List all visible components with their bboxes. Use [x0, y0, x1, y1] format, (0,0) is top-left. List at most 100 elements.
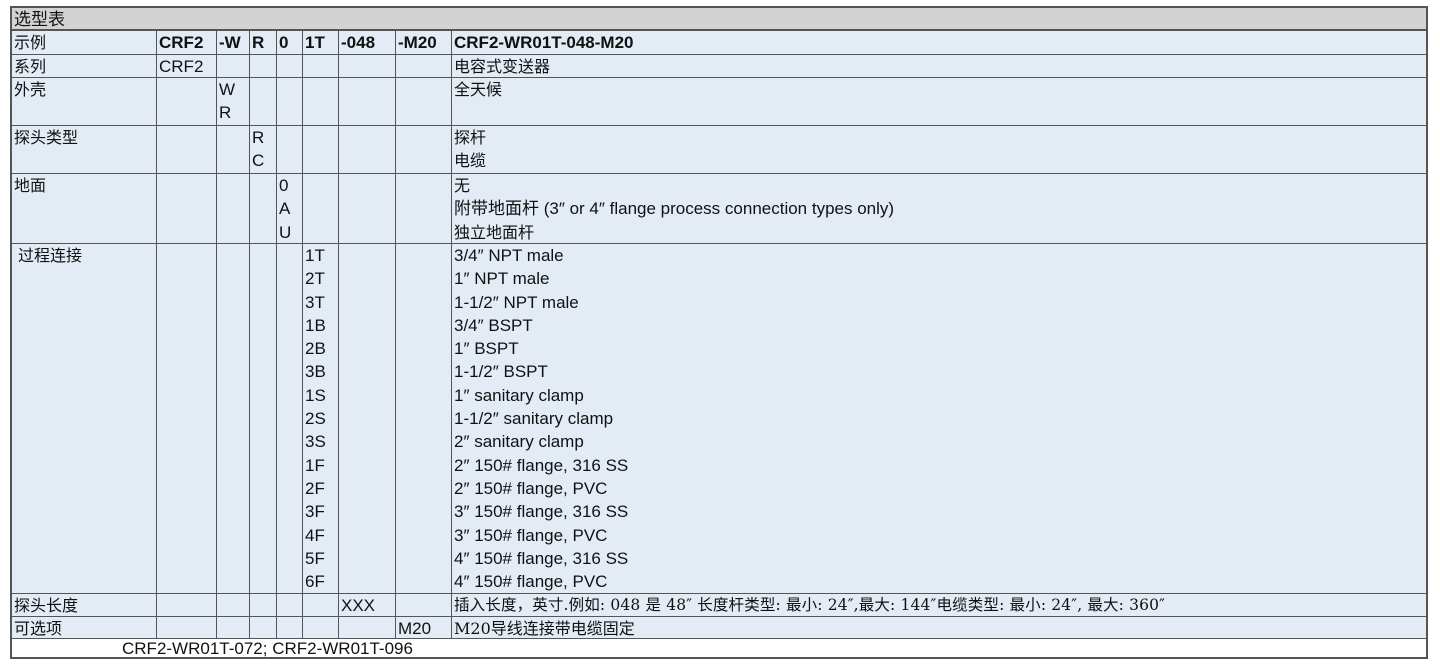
empty-cell [277, 126, 303, 174]
header-code-probe: R [250, 31, 277, 55]
empty-cell [157, 617, 217, 639]
ground-codes: 0 A U [277, 174, 303, 244]
probe-type-codes: R C [250, 126, 277, 174]
empty-cell [157, 594, 217, 617]
empty-cell [277, 594, 303, 617]
process-code: 3F [305, 502, 325, 522]
ground-desc: 附带地面杆 (3″ or 4″ flange process connectio… [454, 199, 895, 219]
selection-table: 选型表 示例 CRF2 -W R 0 1T -048 -M20 CRF2-WR0… [10, 6, 1428, 659]
empty-cell [339, 78, 396, 126]
empty-cell [396, 126, 452, 174]
process-desc: 2″ 150# flange, 316 SS [454, 455, 629, 475]
process-desc: 1-1/2″ NPT male [454, 292, 579, 312]
empty-cell [339, 55, 396, 78]
process-code: 1T [305, 246, 325, 265]
process-code: 2S [305, 409, 326, 429]
empty-cell [157, 174, 217, 244]
process-code: 3B [305, 362, 326, 382]
process-label: 过程连接 [12, 244, 157, 594]
process-code: 2B [305, 339, 326, 359]
process-desc: 3″ 150# flange, 316 SS [454, 502, 629, 522]
process-desc: 2″ sanitary clamp [454, 432, 584, 452]
process-desc: 1″ BSPT [454, 339, 519, 359]
process-code: 1S [305, 385, 326, 405]
process-desc: 1-1/2″ sanitary clamp [454, 409, 614, 429]
header-code-process: 1T [303, 31, 339, 55]
empty-cell [303, 174, 339, 244]
empty-cell [303, 78, 339, 126]
empty-cell [250, 78, 277, 126]
process-desc: 1-1/2″ BSPT [454, 362, 548, 382]
ground-desc: 独立地面杆 [454, 222, 535, 242]
empty-cell [250, 244, 277, 594]
empty-cell [217, 174, 250, 244]
process-desc: 4″ 150# flange, PVC [454, 572, 608, 592]
options-label: 可选项 [12, 617, 157, 639]
empty-cell [303, 126, 339, 174]
process-code: 1B [305, 315, 326, 335]
header-code-length: -048 [339, 31, 396, 55]
empty-cell [217, 244, 250, 594]
housing-code: R [219, 103, 232, 123]
empty-cell [157, 126, 217, 174]
empty-cell [396, 78, 452, 126]
empty-cell [303, 55, 339, 78]
empty-cell [250, 594, 277, 617]
empty-cell [396, 244, 452, 594]
process-code: 3S [305, 432, 326, 452]
process-code: 4F [305, 525, 325, 545]
probe-length-label: 探头长度 [12, 594, 157, 617]
probe-type-code: R [252, 128, 265, 147]
empty-cell [339, 126, 396, 174]
empty-cell [217, 617, 250, 639]
table-grid: 示例 CRF2 -W R 0 1T -048 -M20 CRF2-WR01T-0… [12, 31, 1426, 639]
empty-cell [339, 244, 396, 594]
probe-length-code: XXX [339, 594, 396, 617]
process-desc: 3″ 150# flange, PVC [454, 525, 608, 545]
housing-label: 外壳 [12, 78, 157, 126]
empty-cell [303, 594, 339, 617]
empty-cell [217, 126, 250, 174]
process-desc: 4″ 150# flange, 316 SS [454, 548, 629, 568]
process-code: 2T [305, 269, 325, 289]
empty-cell [277, 78, 303, 126]
series-desc: 电容式变送器 [452, 55, 1426, 78]
empty-cell [250, 55, 277, 78]
ground-code: 0 [279, 176, 289, 195]
empty-cell [277, 617, 303, 639]
header-code-ground: 0 [277, 31, 303, 55]
header-label: 示例 [12, 31, 157, 55]
empty-cell [396, 55, 452, 78]
ground-descs: 无 附带地面杆 (3″ or 4″ flange process connect… [452, 174, 1426, 244]
ground-code: U [279, 222, 292, 242]
empty-cell [217, 594, 250, 617]
empty-cell [250, 617, 277, 639]
housing-desc: 全天候 [452, 78, 1426, 126]
empty-cell [339, 617, 396, 639]
empty-cell [396, 594, 452, 617]
series-code: CRF2 [157, 55, 217, 78]
process-desc: 1″ sanitary clamp [454, 385, 584, 405]
probe-type-desc: 电缆 [454, 151, 487, 171]
process-code: 1F [305, 455, 325, 475]
empty-cell [157, 78, 217, 126]
empty-cell [157, 244, 217, 594]
process-desc: 3/4″ BSPT [454, 315, 533, 335]
process-code: 2F [305, 478, 325, 498]
ground-code: A [279, 199, 291, 219]
probe-type-desc: 探杆 [454, 128, 487, 147]
empty-cell [396, 174, 452, 244]
probe-length-desc: 插入长度，英寸.例如: 048 是 48″ 长度杆类型: 最小: 24″,最大:… [452, 594, 1426, 617]
housing-code: W [219, 80, 236, 99]
empty-cell [217, 55, 250, 78]
empty-cell [277, 55, 303, 78]
example-footer: CRF2-WR01T-072; CRF2-WR01T-096 [12, 639, 1426, 657]
empty-cell [250, 174, 277, 244]
table-title: 选型表 [12, 8, 1426, 31]
probe-type-label: 探头类型 [12, 126, 157, 174]
header-code-housing: -W [217, 31, 250, 55]
probe-type-descs: 探杆 电缆 [452, 126, 1426, 174]
options-code: M20 [396, 617, 452, 639]
